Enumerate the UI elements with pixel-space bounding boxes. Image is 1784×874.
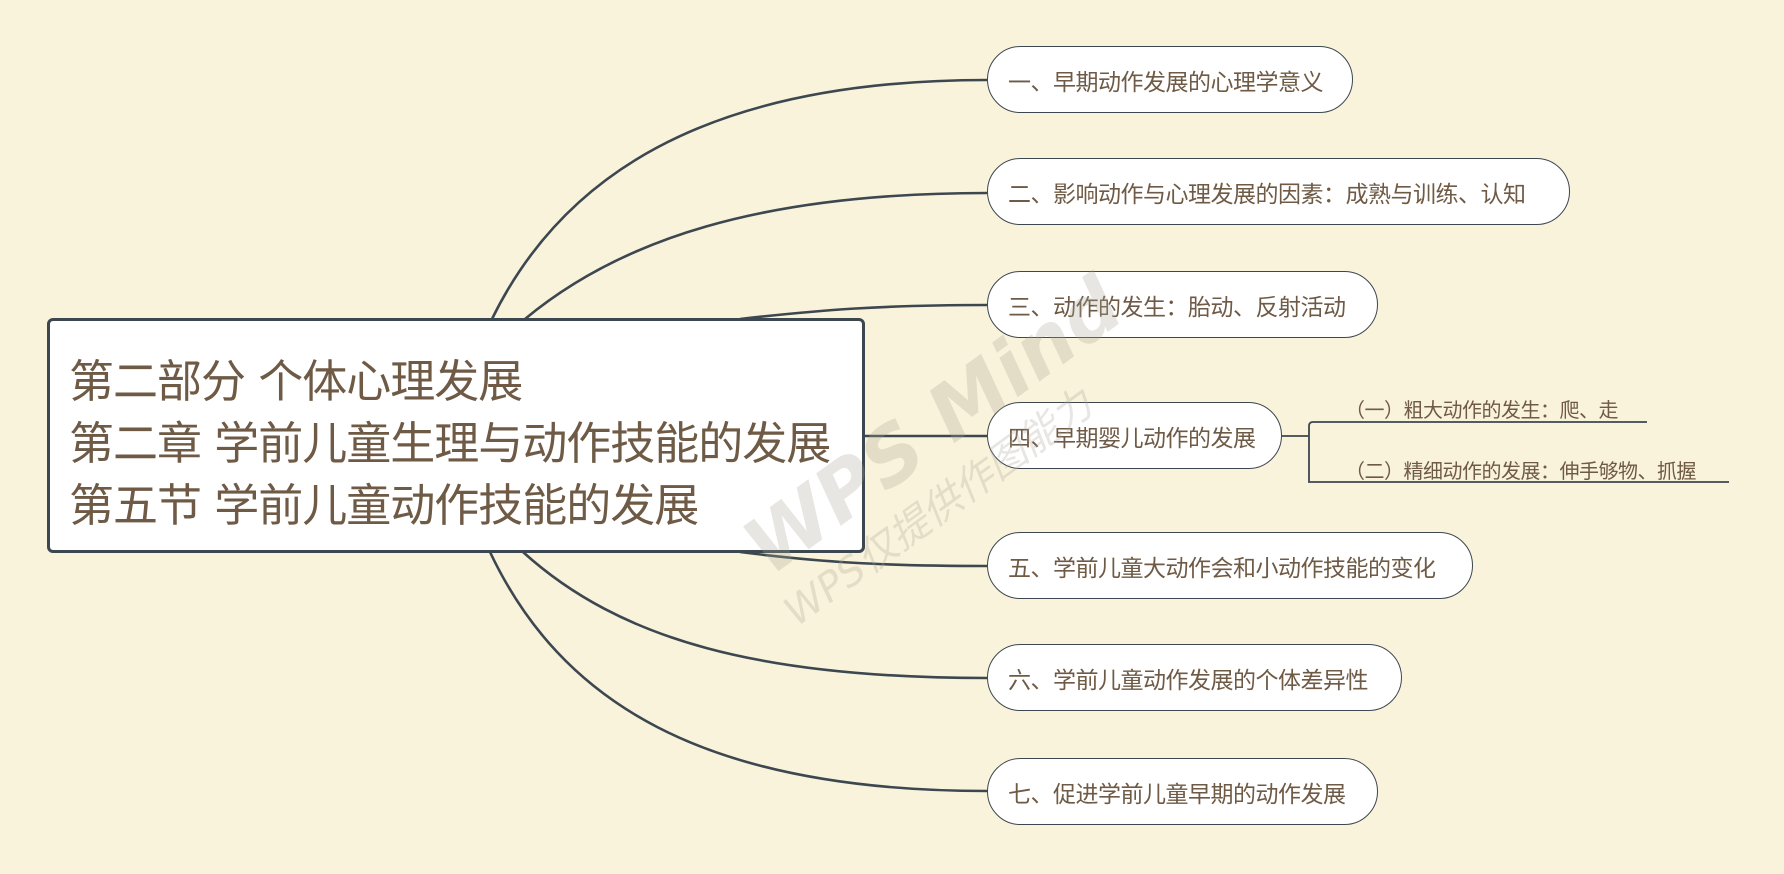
branch-node-label: 三、动作的发生：胎动、反射活动: [1008, 294, 1346, 321]
connector-branch-3: [739, 303, 988, 321]
sub-node-label: （一）粗大动作的发生：爬、走: [1345, 398, 1619, 422]
sub-node-4-1[interactable]: （一）粗大动作的发生：爬、走: [1345, 394, 1619, 423]
branch-node-label: 五、学前儿童大动作会和小动作技能的变化: [1008, 555, 1436, 582]
branch-node-6[interactable]: 六、学前儿童动作发展的个体差异性: [987, 644, 1402, 711]
sub-node-label: （二）精细动作的发展：伸手够物、抓握: [1345, 459, 1697, 483]
sub-node-4-2[interactable]: （二）精细动作的发展：伸手够物、抓握: [1345, 455, 1697, 484]
branch-node-7[interactable]: 七、促进学前儿童早期的动作发展: [987, 758, 1378, 825]
branch-node-5[interactable]: 五、学前儿童大动作会和小动作技能的变化: [987, 532, 1473, 599]
connector-branch-6: [522, 551, 988, 680]
connector-branch-2: [524, 191, 988, 320]
connector-sub-bracket: [1282, 421, 1729, 483]
branch-node-label: 一、早期动作发展的心理学意义: [1008, 69, 1324, 96]
central-topic-line-2: 第二章 学前儿童生理与动作技能的发展: [69, 417, 831, 470]
connector-branch-5: [739, 550, 988, 568]
branch-node-label: 二、影响动作与心理发展的因素：成熟与训练、认知: [1008, 181, 1526, 208]
branch-node-label: 四、早期婴儿动作的发展: [1008, 425, 1256, 452]
central-topic-line-1: 第二部分 个体心理发展: [69, 355, 523, 408]
branch-node-1[interactable]: 一、早期动作发展的心理学意义: [987, 46, 1353, 113]
connector-branch-1: [490, 78, 988, 320]
branch-node-4[interactable]: 四、早期婴儿动作的发展: [987, 402, 1282, 469]
connector-branch-7: [488, 551, 988, 793]
central-topic[interactable]: 第二部分 个体心理发展 第二章 学前儿童生理与动作技能的发展 第五节 学前儿童动…: [47, 318, 865, 553]
central-topic-line-3: 第五节 学前儿童动作技能的发展: [69, 479, 699, 532]
branch-node-3[interactable]: 三、动作的发生：胎动、反射活动: [987, 271, 1378, 338]
branch-node-2[interactable]: 二、影响动作与心理发展的因素：成熟与训练、认知: [987, 158, 1570, 225]
branch-node-label: 六、学前儿童动作发展的个体差异性: [1008, 667, 1369, 694]
central-topic-text: 第二部分 个体心理发展 第二章 学前儿童生理与动作技能的发展 第五节 学前儿童动…: [69, 351, 831, 537]
branch-node-label: 七、促进学前儿童早期的动作发展: [1008, 781, 1346, 808]
